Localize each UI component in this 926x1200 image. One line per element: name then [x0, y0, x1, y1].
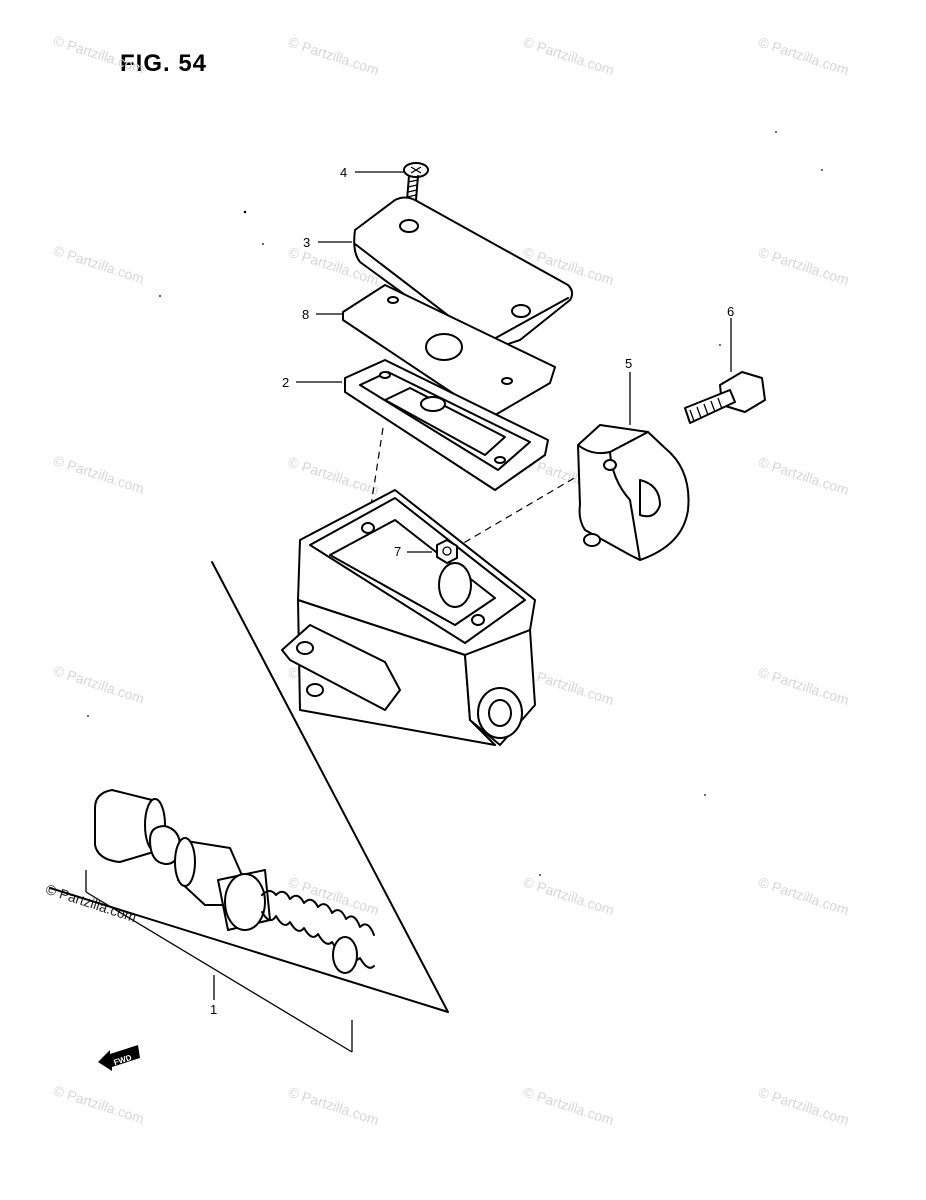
- watermark-text: © Partzilla.com: [521, 1084, 616, 1128]
- watermark-text: © Partzilla.com: [756, 244, 851, 288]
- part-8-diaphragm-plate: [342, 284, 556, 419]
- fwd-arrow-icon: FWD: [98, 1045, 140, 1071]
- leader-lines-1: [85, 870, 353, 1053]
- watermark-text: © Partzilla.com: [756, 874, 851, 918]
- watermark-text: © Partzilla.com: [52, 452, 147, 496]
- watermark-text: © Partzilla.com: [286, 454, 381, 498]
- watermark-text: © Partzilla.com: [286, 34, 381, 78]
- figure-title: FIG. 54: [120, 50, 208, 77]
- part-7-nut: [436, 539, 458, 564]
- watermark-dark: © Partzilla.com: [44, 881, 139, 925]
- assembly-line: [367, 427, 384, 526]
- callout-1: 1: [210, 1002, 217, 1017]
- callout-3: 3: [303, 235, 310, 250]
- watermark-text: © Partzilla.com: [756, 664, 851, 708]
- watermark-text: © Partzilla.com: [52, 1082, 147, 1126]
- piston-group-outline: [49, 561, 449, 1013]
- callout-leaders: [296, 171, 732, 553]
- part-6-bolt: [684, 371, 766, 424]
- watermark-text: © Partzilla.com: [521, 34, 616, 78]
- callout-5: 5: [625, 356, 632, 371]
- watermark-text: © Partzilla.com: [52, 242, 147, 286]
- part-5-clamp: [577, 424, 690, 561]
- callout-labels: 4 3 8 2 5 6 7 1: [210, 165, 734, 1017]
- watermark-text: © Partzilla.com: [52, 662, 147, 706]
- master-cylinder-body: [281, 489, 536, 746]
- scan-specks: [87, 131, 823, 876]
- watermark-text: © Partzilla.com: [286, 1084, 381, 1128]
- callout-2: 2: [282, 375, 289, 390]
- callout-7: 7: [394, 544, 401, 559]
- watermark-text: © Partzilla.com: [756, 1084, 851, 1128]
- callout-6: 6: [727, 304, 734, 319]
- watermark-text: © Partzilla.com: [756, 454, 851, 498]
- callout-4: 4: [340, 165, 347, 180]
- watermark-text: © Partzilla.com: [521, 874, 616, 918]
- watermark-text: © Partzilla.com: [52, 32, 147, 76]
- watermark-text: © Partzilla.com: [756, 34, 851, 78]
- watermark-text: © Partzilla.com: [44, 881, 139, 925]
- part-1-piston-set: [94, 789, 375, 974]
- part-2-gasket: [344, 359, 549, 491]
- callout-8: 8: [302, 307, 309, 322]
- part-4-screw: [403, 162, 429, 201]
